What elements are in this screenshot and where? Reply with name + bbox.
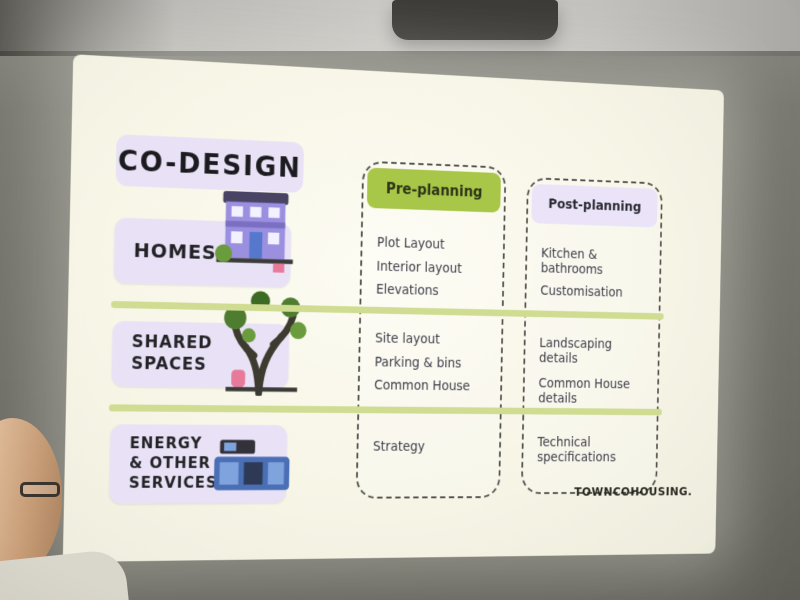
list-item: Strategy [372,439,426,455]
list-item: Plot Layout [376,235,445,253]
row-label-shared-spaces-text: SHARED SPACES [131,332,213,375]
list-item: Parking & bins [374,354,462,371]
homes-pre-planning-items: Plot Layout Interior layout Elevations [375,235,493,309]
pre-planning-header-text: Pre-planning [385,179,483,201]
slide-title-box: CO-DESIGN [115,134,305,193]
list-item: Common House [374,377,471,395]
projected-slide: CO-DESIGN HOMES SHARED SPACES ENERGY & O… [62,54,724,563]
shared-spaces-post-planning-items: Landscaping details Common House details [538,335,638,418]
house-illustration [214,190,293,273]
energy-pre-planning-items: Strategy [372,439,489,464]
list-item: Kitchen & bathrooms [540,245,604,278]
shared-spaces-pre-planning-items: Site layout Parking & bins Common House [374,330,491,404]
row-label-energy-services-text: ENERGY & OTHER SERVICES [128,434,218,492]
towncohousing-logo: TOWNCOHOUSING. [574,484,693,499]
post-planning-header-text: Post-planning [548,196,642,216]
post-planning-header: Post-planning [531,183,658,228]
list-item: Interior layout [376,258,463,277]
list-item: Common House details [538,376,631,406]
appliances-illustration [213,439,290,491]
energy-post-planning-items: Technical specifications [537,435,633,476]
list-item: Site layout [374,330,441,348]
list-item: Elevations [375,282,439,299]
homes-post-planning-items: Kitchen & bathrooms Customisation [540,245,650,310]
ceiling-fixture [392,0,558,40]
list-item: Landscaping details [538,335,613,366]
tree-illustration [211,290,310,397]
row-label-homes-text: HOMES [133,238,217,265]
slide-title: CO-DESIGN [117,143,302,184]
pre-planning-header: Pre-planning [366,167,501,213]
list-item: Technical specifications [537,435,616,465]
list-item: Customisation [540,283,623,301]
audience-person-glasses [20,482,60,497]
